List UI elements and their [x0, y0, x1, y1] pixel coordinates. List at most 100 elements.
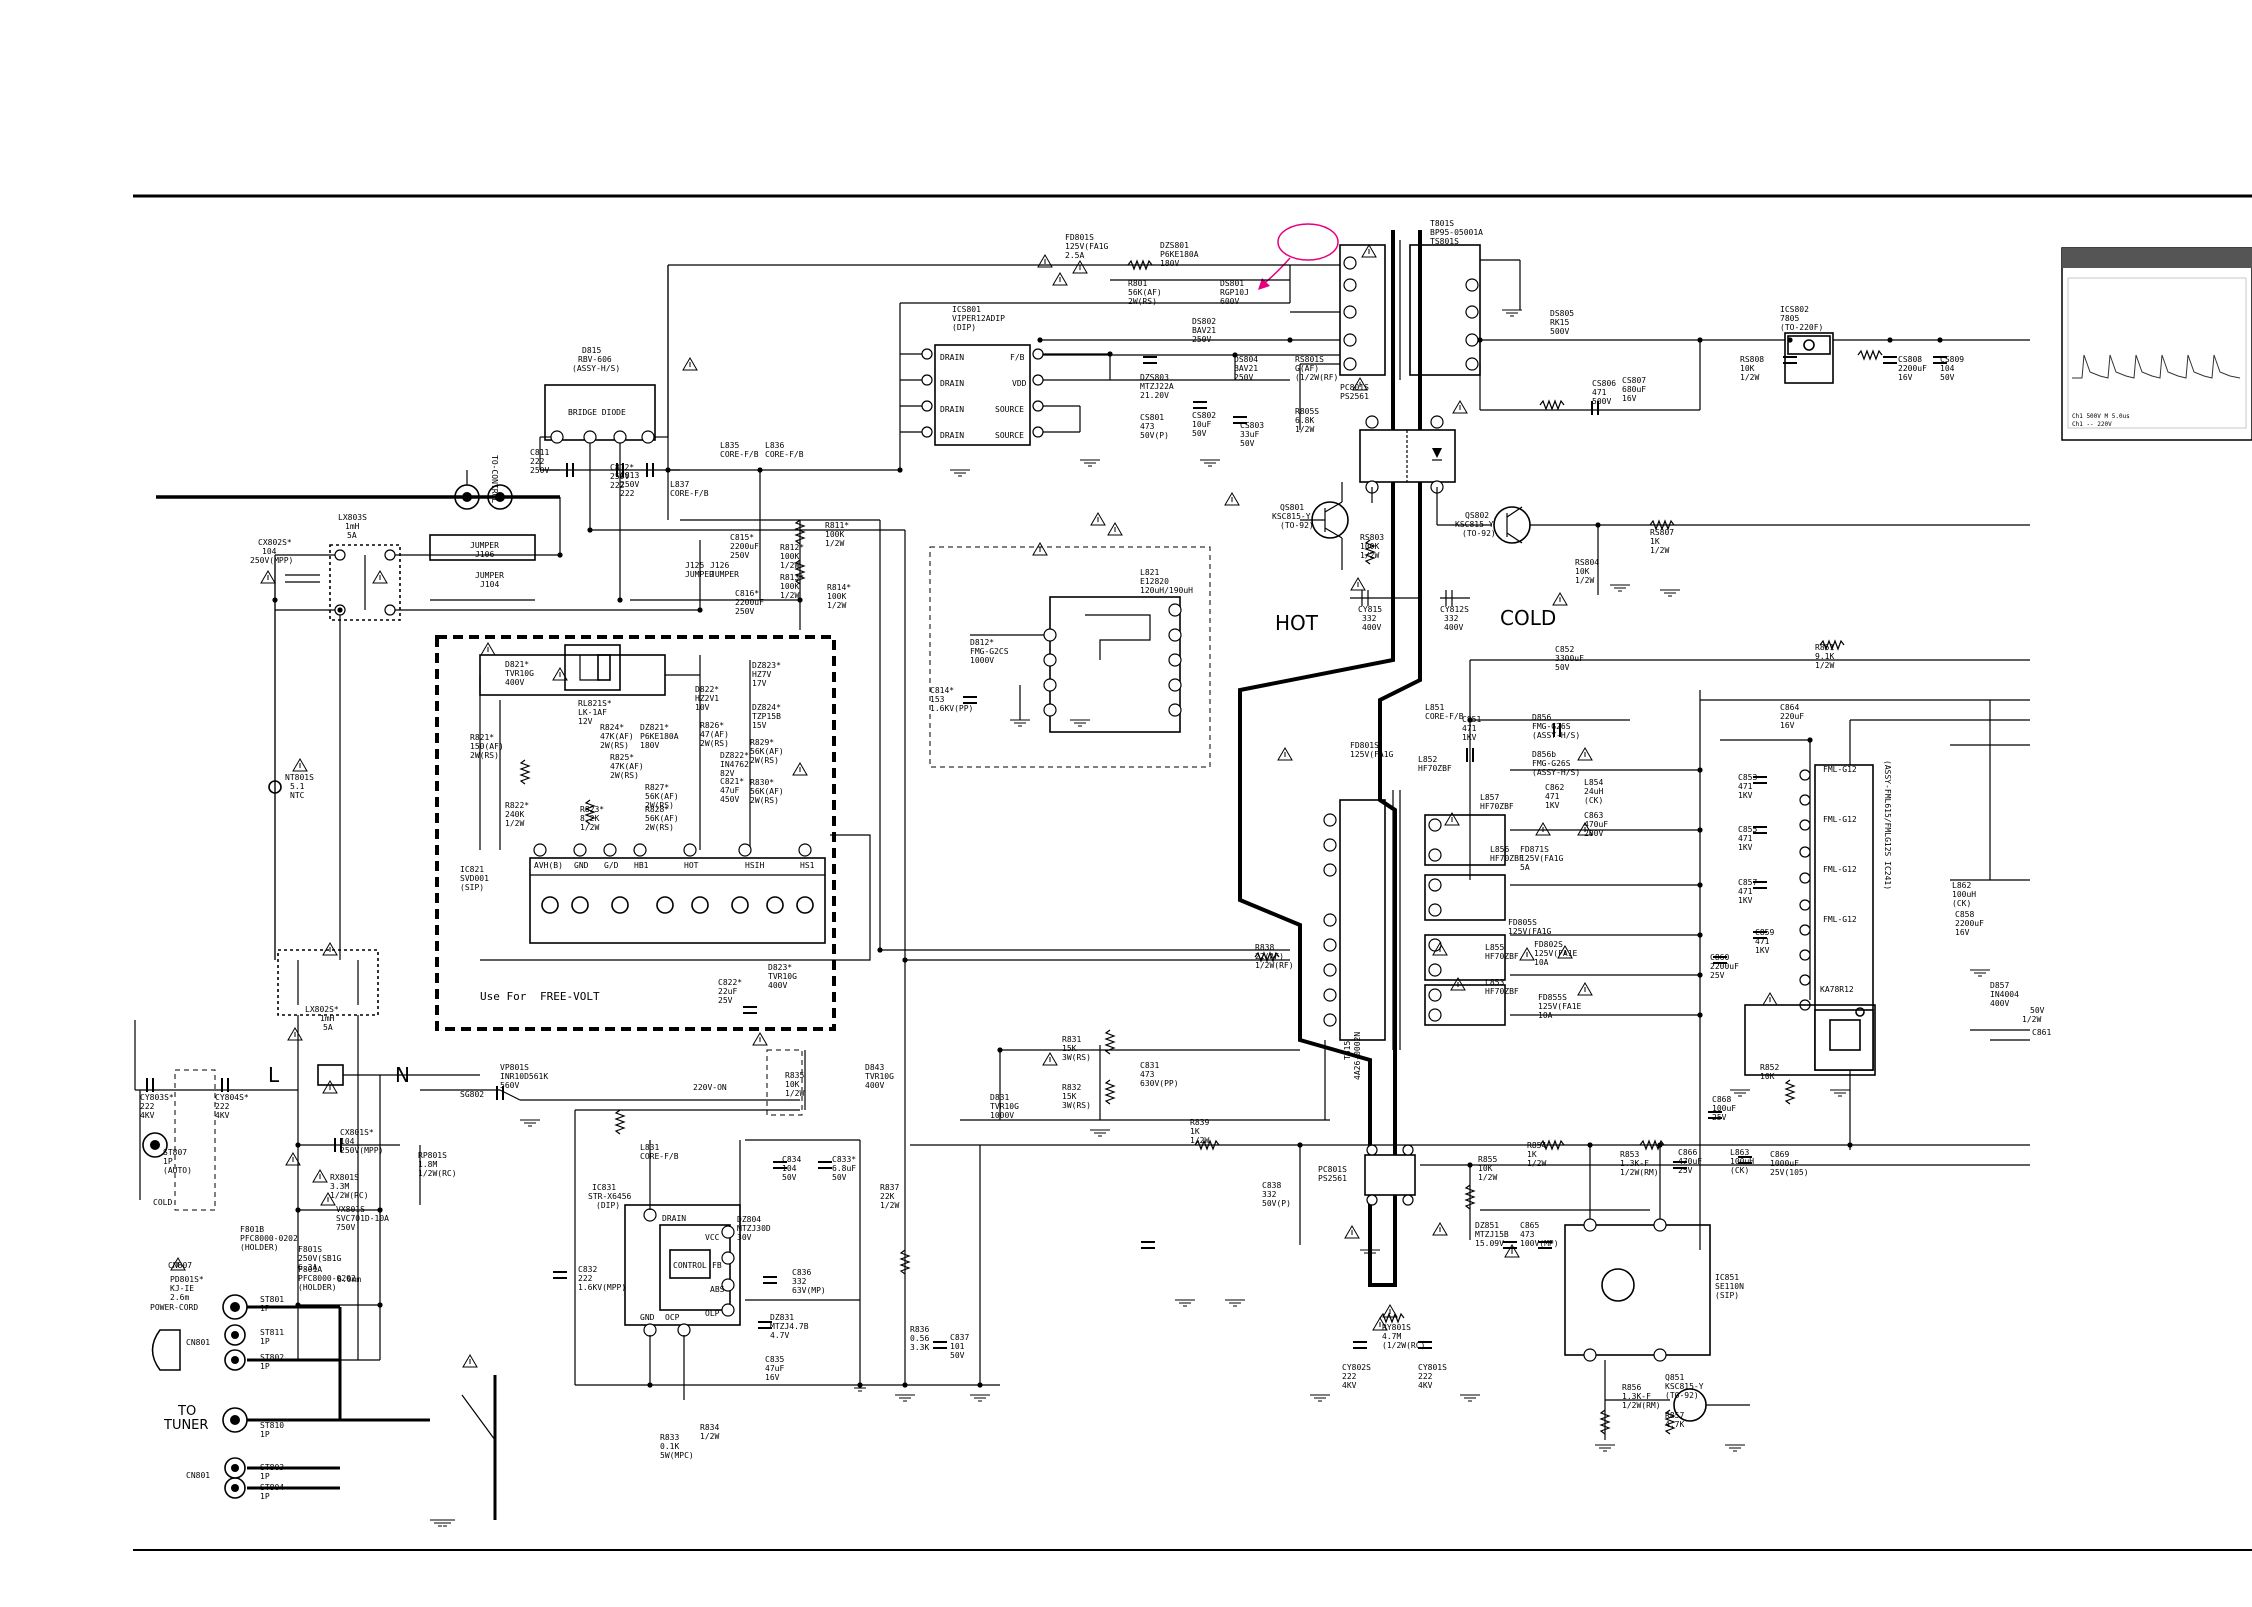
mid-parts-label: 1.6KV(PP)	[930, 704, 973, 713]
junction-dot	[1037, 337, 1043, 343]
d815-ref: D815	[582, 346, 601, 355]
t815-part: 4A26-0002N	[1353, 1032, 1362, 1080]
right-parts-label: HF70ZBF	[1480, 802, 1514, 811]
right-parts-label: CY801S	[1418, 1363, 1447, 1372]
warning-triangle-icon	[1762, 992, 1778, 1006]
bottom-parts-label: R837	[880, 1183, 899, 1192]
fv-parts-label: 2W(RS)	[645, 801, 674, 810]
ic-ic831: DRAIN VCC CONTROL FB ABS OCP GND OLP IC8…	[588, 1183, 741, 1337]
fv-parts-label: D823*	[768, 963, 792, 972]
qs801-part: KSC815-Y	[1272, 512, 1311, 521]
bottom-parts-label: MTZJ30D	[737, 1224, 771, 1233]
junction-dot	[1807, 737, 1813, 743]
right-parts-label: CY802S	[1342, 1363, 1371, 1372]
left-parts-label: 3.3M	[330, 1182, 349, 1191]
ic821-pin-gnd: GND	[574, 861, 589, 870]
top-parts-label: 50V	[1240, 439, 1255, 448]
fml-1: FML-G12	[1823, 765, 1857, 774]
mid-parts-label: 2200uF	[730, 542, 759, 551]
junction-dot	[1287, 337, 1293, 343]
warning-triangle-icon	[1552, 592, 1568, 606]
right-parts-label: L854	[1584, 778, 1603, 787]
ic-ic851: IC851 SE110N (SIP)	[1564, 1218, 1750, 1440]
right-parts-label: L863	[1730, 1148, 1749, 1157]
junction-dot	[377, 1207, 383, 1213]
ic851-part: SE110N	[1715, 1282, 1744, 1291]
junction-dot	[1595, 522, 1601, 528]
right-parts-label: 16V	[1780, 721, 1795, 730]
ics801-part: VIPER12ADIP	[952, 314, 1005, 323]
ka78r12-ref: KA78R12	[1820, 985, 1854, 994]
junction-dot	[697, 607, 703, 613]
junction-dot	[797, 597, 803, 603]
bottom-parts-label: R832	[1062, 1083, 1081, 1092]
bottom-parts-label: 1/2W	[700, 1432, 719, 1441]
fv-parts-label: R824*	[600, 723, 624, 732]
right-parts-label: FD801S	[1350, 741, 1379, 750]
warning-triangle-icon	[1535, 822, 1551, 836]
junction-dot	[1107, 351, 1113, 357]
warning-triangle-icon	[1277, 747, 1293, 761]
left-parts-label: CY804S*	[215, 1093, 249, 1102]
cold-label: COLD	[1500, 606, 1556, 630]
resistor-glyph	[1194, 1139, 1220, 1151]
bottom-parts-label: R839	[1190, 1118, 1209, 1127]
right-parts-label: 4.7M	[1382, 1332, 1401, 1341]
right-parts-label: 1000uF	[1770, 1159, 1799, 1168]
bottom-parts-label: TVR10G	[865, 1072, 894, 1081]
scope-inset: Ch1 500V M 5.0us Ch1 -- 220V	[2061, 247, 2252, 441]
fv-parts-label: 82V	[720, 769, 735, 778]
top-parts-label: 6.8K	[1295, 416, 1314, 425]
resistor-glyph	[1464, 1184, 1476, 1210]
left-parts-label: SVC701D-10A	[336, 1214, 389, 1223]
ics801-pin-6: SOURCE	[995, 405, 1024, 414]
junction-dot	[902, 1382, 908, 1388]
fv-parts-label: R829*	[750, 738, 774, 747]
fv-parts-label: C821*	[720, 777, 744, 786]
fv-parts-label: 47uF	[720, 786, 739, 795]
top-parts-label: 33uF	[1240, 430, 1259, 439]
warning-triangle-icon	[552, 667, 568, 681]
ics801-pkg: (DIP)	[952, 323, 976, 332]
right-parts-label: 200V	[1584, 829, 1603, 838]
resistor-glyph	[899, 1249, 911, 1275]
top-parts-label: 50V	[1940, 373, 1955, 382]
right-parts-label: 50V	[1555, 663, 1570, 672]
right-parts-label: CORE-F/B	[1425, 712, 1464, 721]
warning-triangle-icon	[1361, 244, 1377, 258]
top-parts-label: BAV21	[1192, 326, 1216, 335]
free-volt-label: FREE-VOLT	[540, 990, 600, 1003]
right-parts-label: 1KV	[1738, 896, 1753, 905]
top-parts-label: DZS801	[1160, 241, 1189, 250]
ic831-pin-olp: OLP	[705, 1309, 720, 1318]
fv-parts-label: 56K(AF)	[750, 787, 784, 796]
cold-small-label: COLD	[153, 1198, 172, 1207]
top-parts-label: 50V	[1192, 429, 1207, 438]
secondary-top-rail	[1341, 259, 2030, 595]
resistor-glyph	[1379, 1312, 1405, 1324]
warning-icons	[170, 244, 1778, 1368]
ic831-ref: IC831	[592, 1183, 616, 1192]
right-parts-label: C853	[1738, 773, 1757, 782]
bottom-parts-label: C832	[578, 1265, 597, 1274]
j104-ref: J104	[480, 580, 499, 589]
left-parts-label: CX801S*	[340, 1128, 374, 1137]
fv-parts-label: TZP15B	[752, 712, 781, 721]
fv-parts-label: TVR10G	[505, 669, 534, 678]
top-parts-label: RS804	[1575, 558, 1599, 567]
bottom-parts-label: 6.8uF	[832, 1164, 856, 1173]
junction-dot	[587, 527, 593, 533]
bottom-parts-label: TVR10G	[990, 1102, 1019, 1111]
top-parts-label: FD801S	[1065, 233, 1094, 242]
bottom-parts-label: D831	[990, 1093, 1009, 1102]
mid-parts-label: 250V	[530, 466, 549, 475]
right-parts-label: 10A	[1534, 958, 1549, 967]
bottom-parts-label: 1K	[1190, 1127, 1200, 1136]
cy812s-ref: CY812S	[1440, 605, 1469, 614]
ics801-ref: ICS801	[952, 305, 981, 314]
mid-parts-label: C814*	[930, 686, 954, 695]
junction-dot	[1847, 1142, 1853, 1148]
resistor-glyph	[519, 759, 531, 785]
ic821-pkg: (SIP)	[460, 883, 484, 892]
fv-parts-label: R825*	[610, 753, 634, 762]
